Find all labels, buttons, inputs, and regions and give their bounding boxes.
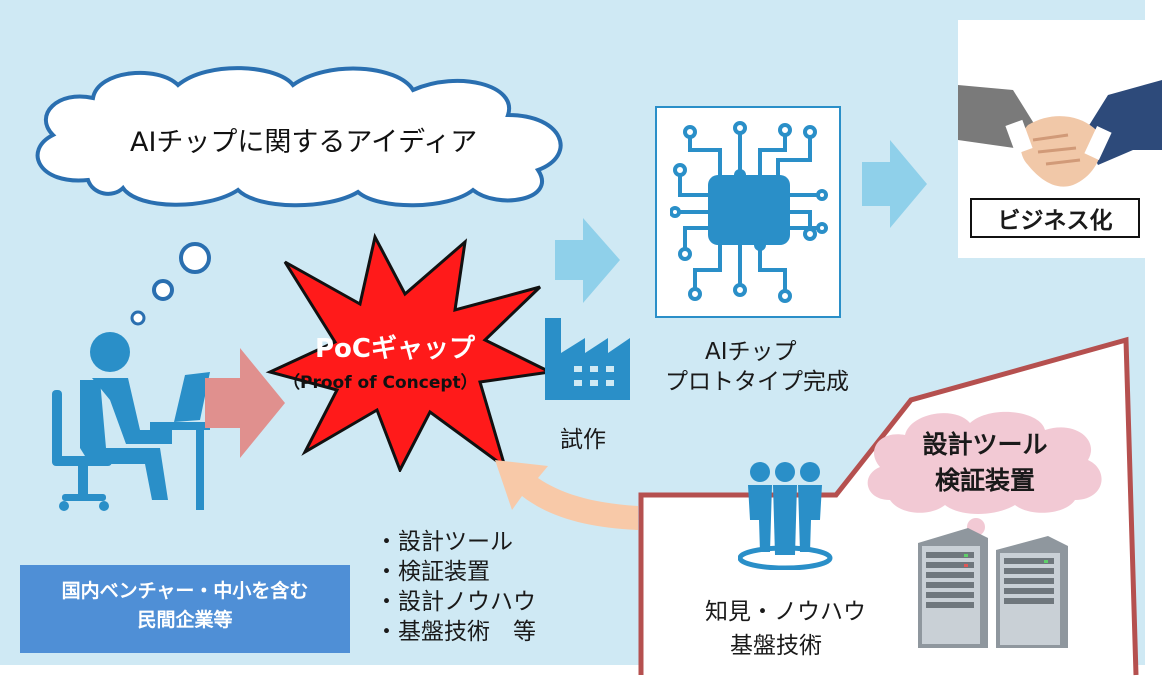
people-label-line2: 基盤技術	[730, 633, 822, 659]
pink-cloud-text: 設計ツール 検証装置	[885, 427, 1085, 499]
pink-cloud-icon	[867, 411, 1102, 514]
pink-cloud-line1: 設計ツール	[922, 430, 1048, 459]
arrow-icon	[862, 140, 927, 228]
handshake-icon	[958, 80, 1162, 187]
chip-label-line1: AIチップ	[705, 339, 797, 365]
arrow-icon	[205, 348, 285, 458]
resources-list: ・設計ツール ・検証装置 ・設計ノウハウ ・基盤技術 等	[375, 527, 536, 647]
team-people-icon	[738, 462, 833, 570]
factory-label: 試作	[560, 427, 606, 453]
business-label-box: ビジネス化	[970, 198, 1140, 238]
pink-cloud-line2: 検証装置	[934, 466, 1035, 495]
poc-gap-subtitle: （Proof of Concept）	[283, 373, 478, 393]
arrow-icon	[495, 460, 638, 530]
list-item: ・検証装置	[375, 559, 490, 585]
organization-line2: 民間企業等	[137, 609, 233, 631]
thought-cloud-icon	[35, 66, 563, 208]
list-item: ・設計ツール	[375, 529, 513, 555]
explosion-icon	[265, 232, 555, 472]
thought-cloud-text: AIチップに関するアイディア	[130, 127, 478, 158]
poc-gap-title: PoCギャップ	[315, 334, 475, 364]
arrow-icon	[555, 218, 620, 303]
chip-label-line2: プロトタイプ完成	[665, 369, 849, 395]
list-item: ・基盤技術 等	[375, 619, 536, 645]
factory-icon	[545, 318, 630, 400]
people-label-line1: 知見・ノウハウ	[705, 599, 866, 625]
business-label: ビジネス化	[997, 208, 1113, 234]
ai-chip-icon	[670, 121, 828, 303]
person-at-desk-icon	[52, 332, 210, 511]
thought-bubbles	[130, 242, 211, 326]
server-rack-icon	[918, 528, 1068, 648]
organization-line1: 国内ベンチャー・中小を含む	[61, 580, 309, 602]
list-item: ・設計ノウハウ	[375, 589, 536, 615]
organization-box: 国内ベンチャー・中小を含む 民間企業等	[20, 565, 350, 653]
